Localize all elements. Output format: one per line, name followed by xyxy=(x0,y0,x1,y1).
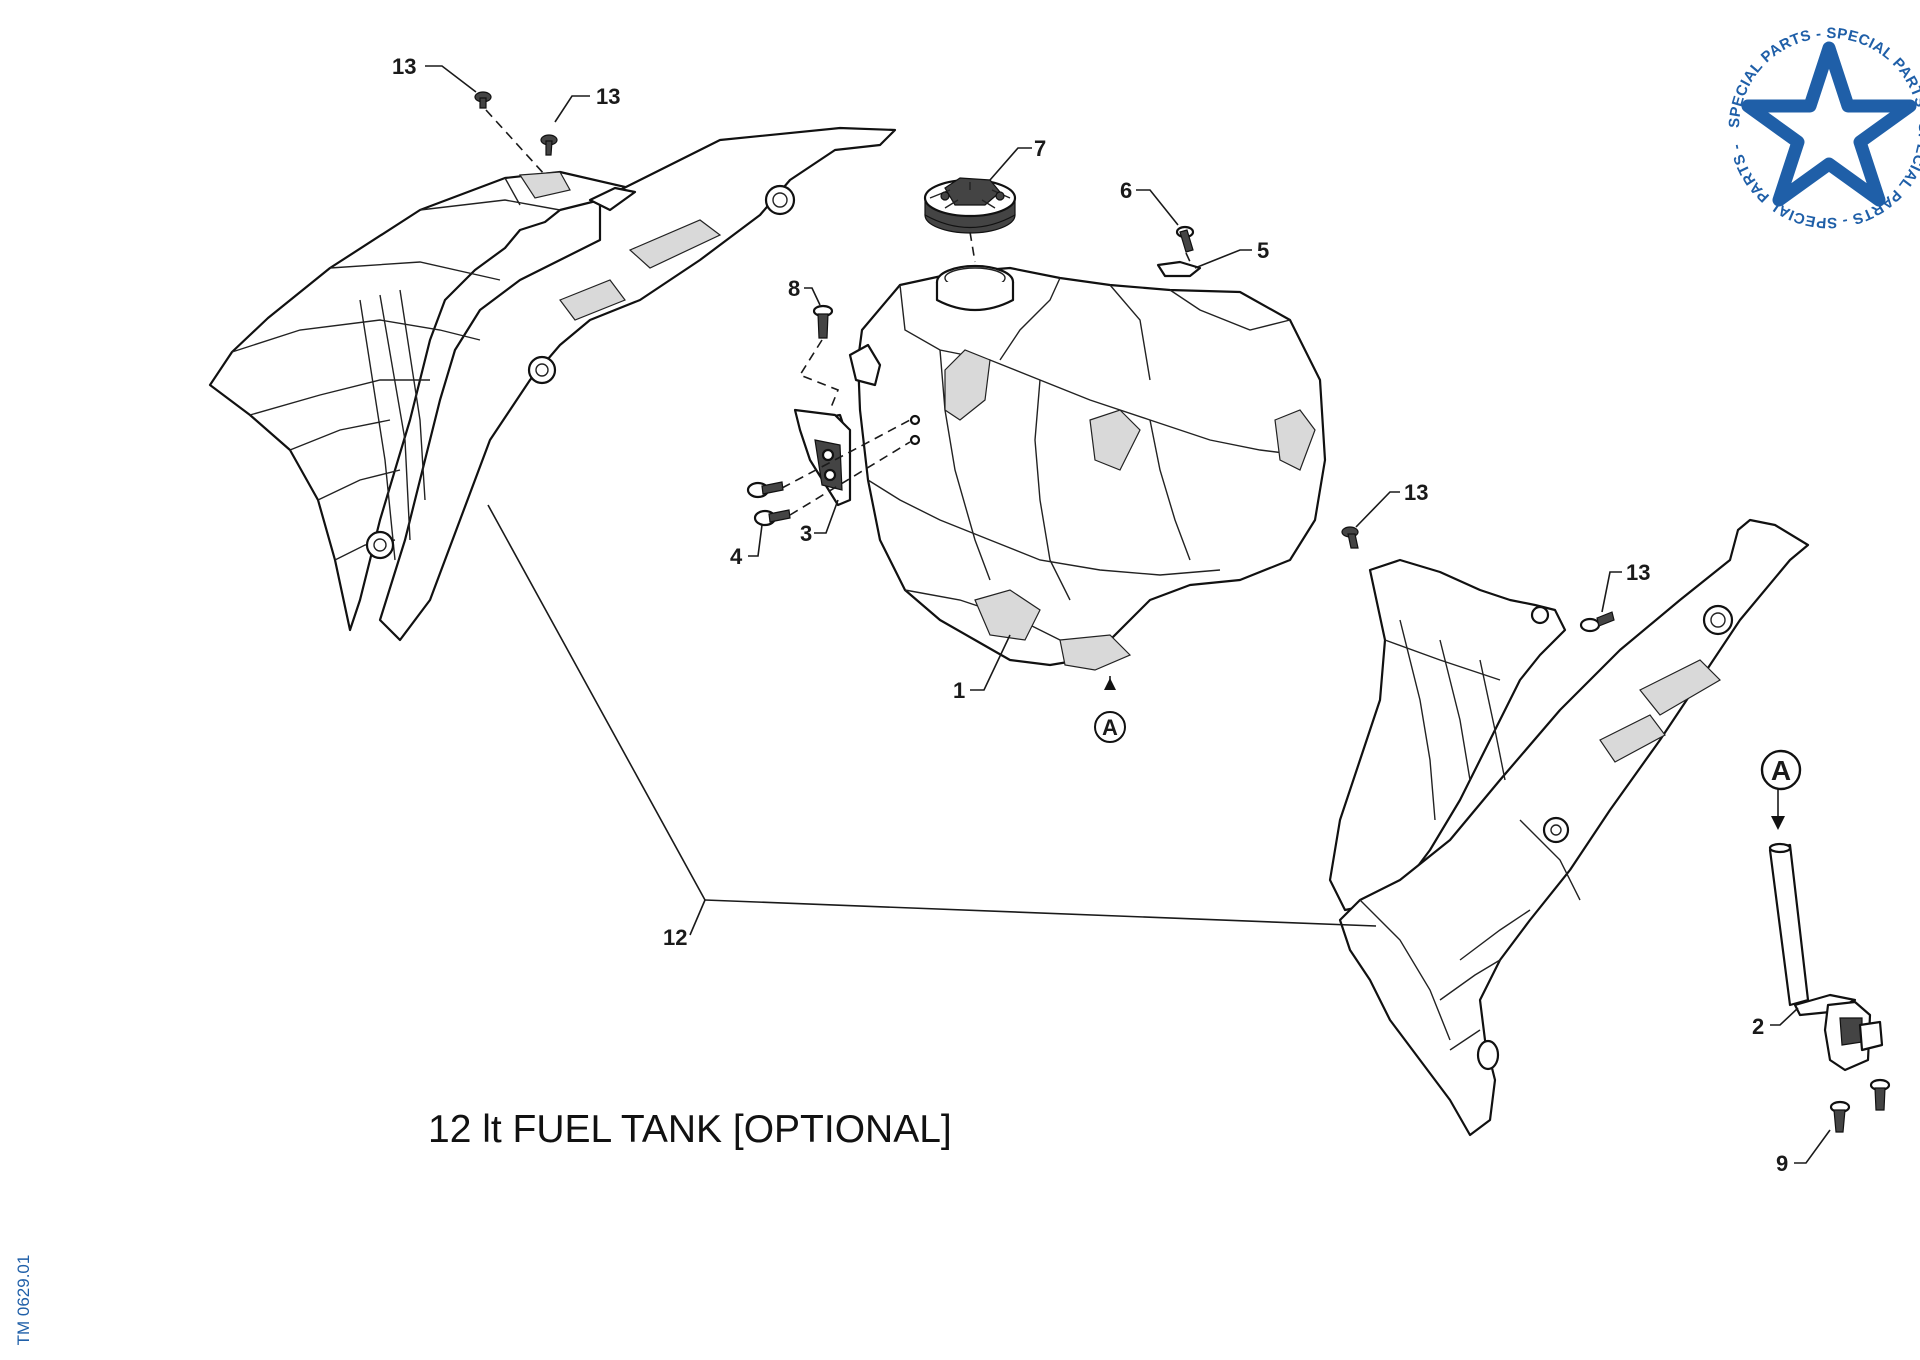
callout-7: 7 xyxy=(1034,136,1046,161)
callout-12: 12 xyxy=(663,925,687,950)
callout-9: 9 xyxy=(1776,1151,1788,1176)
callout-13-top-left: 13 xyxy=(392,54,416,79)
reference-marker-a-tank: A xyxy=(1094,711,1126,743)
fuel-tank xyxy=(808,264,1327,671)
callout-5: 5 xyxy=(1257,238,1269,263)
assembly-guides xyxy=(485,109,1193,516)
mounting-bracket xyxy=(793,408,852,507)
arrow-down-to-tap xyxy=(1771,816,1785,830)
diagram-caption: 12 lt FUEL TANK [OPTIONAL] xyxy=(428,1108,952,1151)
callout-2: 2 xyxy=(1752,1014,1764,1039)
callout-8: 8 xyxy=(788,276,800,301)
callout-4: 4 xyxy=(730,544,743,569)
callout-numbers: 13 13 7 6 5 8 3 4 1 13 13 12 2 9 xyxy=(392,54,1788,1176)
star-icon xyxy=(1741,41,1917,207)
left-side-panel xyxy=(208,126,897,642)
special-parts-stamp: SPECIAL PARTS - SPECIAL PARTS - SPECIAL … xyxy=(1726,25,1920,231)
callout-1: 1 xyxy=(953,678,965,703)
callout-13-right: 13 xyxy=(1626,560,1650,585)
right-side-panel xyxy=(1328,518,1810,1137)
fasteners xyxy=(474,91,1891,1133)
drawing-code: TM 0629.01 xyxy=(14,1254,33,1346)
callout-6: 6 xyxy=(1120,178,1132,203)
callout-13-mid-right: 13 xyxy=(1404,480,1428,505)
arrow-up-to-tank xyxy=(1104,678,1116,690)
leader-lines xyxy=(425,65,1831,1164)
reference-marker-a-tap: A xyxy=(1760,749,1802,791)
callout-13-top-second: 13 xyxy=(596,84,620,109)
svg-text:A: A xyxy=(1102,715,1118,740)
fuel-tap xyxy=(1768,842,1884,1072)
callout-3: 3 xyxy=(800,521,812,546)
svg-text:A: A xyxy=(1771,755,1791,786)
fuel-cap xyxy=(923,177,1017,234)
